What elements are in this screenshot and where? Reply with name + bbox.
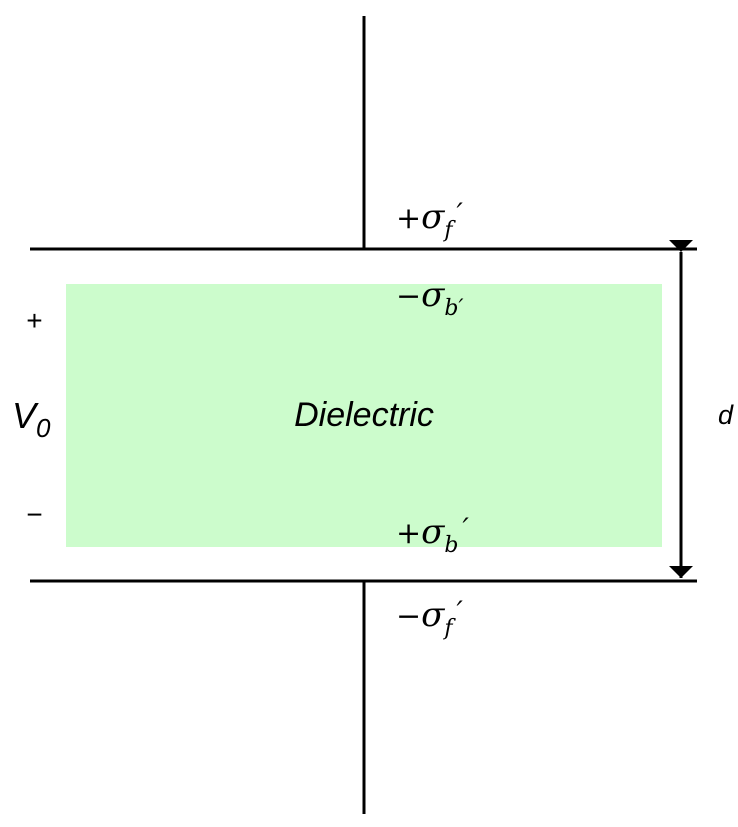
dielectric-label: Dielectric <box>294 396 434 434</box>
bottom-bound-charge-sign: + <box>396 516 421 551</box>
separation-label: d <box>718 400 734 430</box>
bottom-bound-charge-label: +σb′ <box>396 512 469 558</box>
top-bound-charge-symbol: σ <box>421 275 445 315</box>
bottom-bound-charge-subscript: b <box>444 533 458 558</box>
bottom-free-charge-sign: − <box>396 599 421 634</box>
voltage-label: V0 <box>12 395 51 443</box>
top-free-charge-subscript: f <box>442 218 456 243</box>
bottom-bound-charge-symbol: σ <box>421 512 445 552</box>
voltage-symbol: V <box>12 395 39 436</box>
bottom-free-charge-symbol: σ <box>421 595 445 635</box>
bottom-free-charge-prime: ′ <box>457 595 464 628</box>
bottom-bound-charge-prime: ′ <box>462 512 469 545</box>
top-bound-charge-sign: − <box>396 279 421 314</box>
top-free-charge-label: +σf′ <box>396 197 464 243</box>
bottom-free-charge-subscript: f <box>442 616 456 641</box>
top-free-charge-prime: ′ <box>457 197 464 230</box>
voltage-subscript: 0 <box>36 413 51 443</box>
voltage-minus-sign: − <box>26 499 42 530</box>
bottom-free-charge-label: −σf′ <box>396 595 464 641</box>
top-free-charge-symbol: σ <box>421 197 445 237</box>
top-bound-charge-subscript: b′ <box>444 296 463 321</box>
top-free-charge-sign: + <box>396 201 421 236</box>
dielectric-slab <box>66 284 662 547</box>
voltage-plus-sign: + <box>26 305 42 336</box>
top-bound-charge-label: −σb′ <box>396 275 463 321</box>
